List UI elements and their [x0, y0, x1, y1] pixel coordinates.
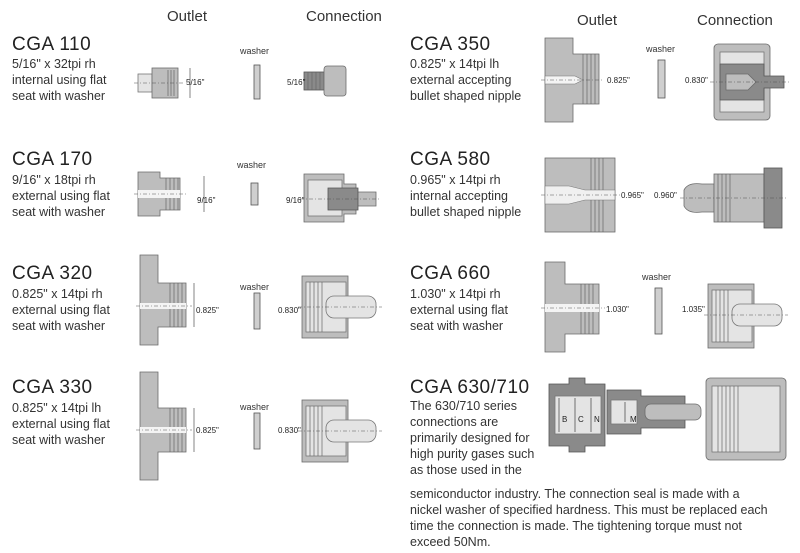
cga320-line-3: seat with washer: [12, 319, 106, 333]
cga320-connection-diagram: [298, 275, 382, 339]
cga350-outlet-dim: 0.825": [607, 76, 630, 85]
cga330-connection-dim: 0.830": [278, 426, 301, 435]
cga110-description: 5/16" x 32tpi rh internal using flat sea…: [12, 56, 107, 104]
cga110-outlet-dim: 5/16": [186, 78, 205, 87]
cga630-para-line-1: semiconductor industry. The connection s…: [410, 487, 740, 501]
cga630-para-line-2: nickel washer of specified hardness. Thi…: [410, 503, 768, 517]
cga350-line-1: 0.825" x 14tpi lh: [410, 57, 500, 71]
cga170-washer: [250, 182, 259, 206]
cga320-washer-label: washer: [240, 282, 270, 292]
cga660-title: CGA 660: [410, 263, 491, 284]
cga630-assembly-diagram: [548, 377, 702, 453]
cga170-line-2: external using flat: [12, 189, 110, 203]
cga630-title: CGA 630/710: [410, 377, 530, 398]
cga110-connection-diagram: [303, 65, 347, 97]
cga630-line-3: primarily designed for: [410, 431, 530, 445]
cga630-line-5: as those used in the: [410, 463, 522, 477]
cga350-connection-diagram: [710, 43, 790, 121]
cga350-title: CGA 350: [410, 34, 491, 55]
cga320-line-1: 0.825" x 14tpi rh: [12, 287, 103, 301]
cga660-outlet-diagram: [541, 261, 605, 353]
cga580-title: CGA 580: [410, 149, 491, 170]
cga330-description: 0.825" x 14tpi lh external using flat se…: [12, 400, 110, 448]
cga330-line-2: external using flat: [12, 417, 110, 431]
cga330-washer-label: washer: [240, 402, 270, 412]
cga170-outlet-diagram: [134, 171, 205, 217]
cga330-outlet-dim: 0.825": [196, 426, 219, 435]
cga110-line-3: seat with washer: [12, 89, 106, 103]
cga630-description: The 630/710 series connections are prima…: [410, 398, 534, 478]
cga320-line-2: external using flat: [12, 303, 110, 317]
cga170-outlet-dim: 9/16": [197, 196, 216, 205]
cga580-connection-dim: 0.960": [654, 191, 677, 200]
cga330-outlet-diagram: [136, 371, 195, 481]
cga660-line-3: seat with washer: [410, 319, 504, 333]
outlet-header-right: Outlet: [577, 12, 618, 29]
cga660-connection-diagram: [704, 283, 788, 349]
cga630-letter-c: C: [578, 415, 584, 424]
cga110-connection-dim: 5/16": [287, 78, 306, 87]
cga350-line-2: external accepting: [410, 73, 512, 87]
cga330-connection-diagram: [298, 399, 382, 463]
cga170-title: CGA 170: [12, 149, 93, 170]
cga580-connection-diagram: [680, 167, 788, 229]
cga350-description: 0.825" x 14tpi lh external accepting bul…: [410, 56, 521, 104]
cga320-description: 0.825" x 14tpi rh external using flat se…: [12, 286, 110, 334]
cga170-connection-diagram: [300, 173, 380, 223]
cga350-line-3: bullet shaped nipple: [410, 89, 522, 103]
cga630-letter-n: N: [594, 415, 600, 424]
cga580-outlet-dim: 0.965": [621, 191, 644, 200]
cga320-title: CGA 320: [12, 263, 93, 284]
cga320-outlet-diagram: [136, 254, 195, 346]
cga630-nut-diagram: [705, 377, 787, 461]
cga580-line-1: 0.965" x 14tpi rh: [410, 173, 501, 187]
cga350-connection-dim: 0.830": [685, 76, 708, 85]
cga110-washer-label: washer: [240, 46, 270, 56]
cga320-washer: [253, 292, 261, 330]
cga660-washer-label: washer: [642, 272, 672, 282]
cga660-line-2: external using flat: [410, 303, 508, 317]
cga170-line-1: 9/16" x 18tpi rh: [12, 173, 96, 187]
cga580-line-3: bullet shaped nipple: [410, 205, 522, 219]
cga110-line-2: internal using flat: [12, 73, 107, 87]
cga630-line-2: connections are: [410, 415, 499, 429]
cga170-connection-dim: 9/16": [286, 196, 305, 205]
cga660-connection-dim: 1.035": [682, 305, 705, 314]
cga320-outlet-dim: 0.825": [196, 306, 219, 315]
cga170-washer-label: washer: [237, 160, 267, 170]
cga660-outlet-dim: 1.030": [606, 305, 629, 314]
cga580-outlet-diagram: [541, 157, 621, 233]
cga110-outlet-diagram: [134, 67, 191, 99]
cga330-line-3: seat with washer: [12, 433, 106, 447]
cga110-washer: [253, 64, 261, 100]
cga110-title: CGA 110: [12, 34, 92, 55]
cga330-washer: [253, 412, 261, 450]
cga110-line-1: 5/16" x 32tpi rh: [12, 57, 96, 71]
cga170-description: 9/16" x 18tpi rh external using flat sea…: [12, 172, 110, 220]
connection-header-right: Connection: [697, 12, 773, 29]
cga630-para-line-4: exceed 50Nm.: [410, 535, 491, 549]
cga660-line-1: 1.030" x 14tpi rh: [410, 287, 501, 301]
cga320-connection-dim: 0.830": [278, 306, 301, 315]
cga630-line-1: The 630/710 series: [410, 399, 518, 413]
cga330-title: CGA 330: [12, 377, 93, 398]
connection-header-left: Connection: [306, 8, 382, 25]
cga660-washer: [654, 287, 663, 335]
outlet-header-left: Outlet: [167, 8, 208, 25]
cga330-line-1: 0.825" x 14tpi lh: [12, 401, 102, 415]
cga170-line-3: seat with washer: [12, 205, 106, 219]
cga350-outlet-diagram: [541, 37, 603, 123]
cga630-para-line-3: time the connection is made. The tighten…: [410, 519, 742, 533]
cga630-letter-m: M: [630, 415, 637, 424]
cga660-description: 1.030" x 14tpi rh external using flat se…: [410, 286, 508, 334]
cga630-paragraph: semiconductor industry. The connection s…: [410, 486, 768, 550]
cga630-line-4: high purity gases such: [410, 447, 535, 461]
cga350-washer-label: washer: [646, 44, 676, 54]
cga580-line-2: internal accepting: [410, 189, 508, 203]
cga630-letter-b: B: [562, 415, 568, 424]
cga580-description: 0.965" x 14tpi rh internal accepting bul…: [410, 172, 521, 220]
cga350-washer: [657, 59, 666, 99]
